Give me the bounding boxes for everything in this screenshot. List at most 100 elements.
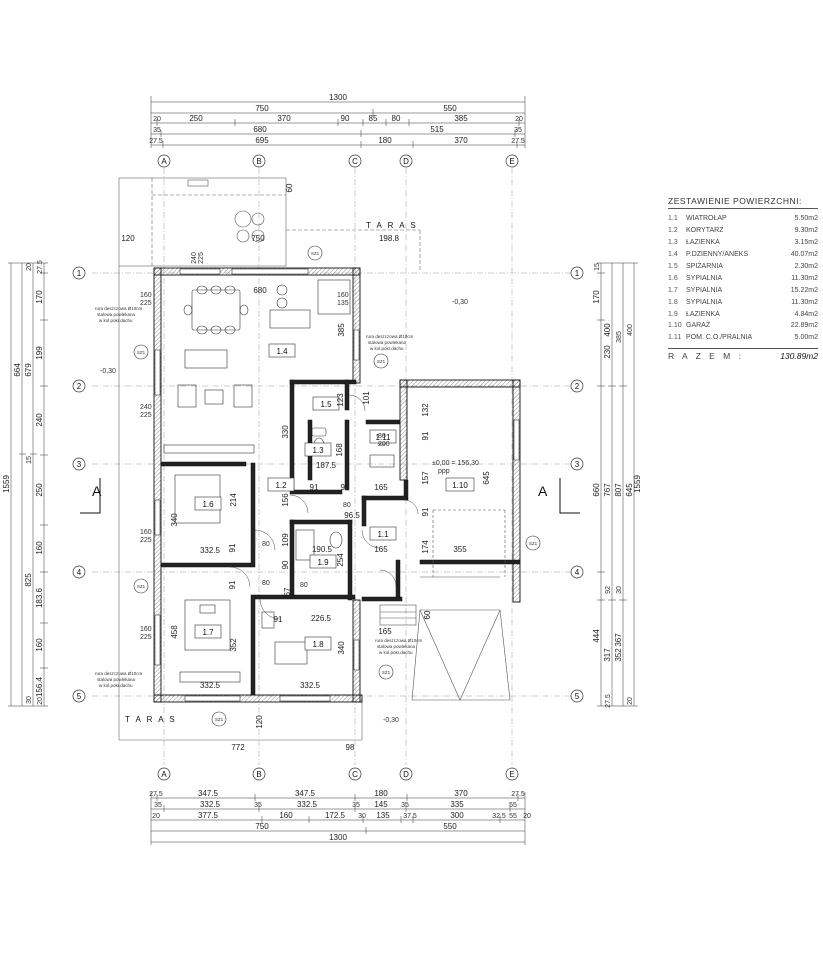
right-dim-385: 385 bbox=[616, 331, 623, 343]
left-dim-250: 250 bbox=[35, 483, 44, 497]
bottom-dim-172-5: 172.5 bbox=[325, 811, 346, 820]
area-row-value: 22.89m2 bbox=[790, 322, 818, 330]
area-summary-table: zestawienie powierzchni: 1.1wiatrołap5.5… bbox=[668, 196, 818, 361]
room-label-1-8: 1.8 bbox=[312, 640, 324, 649]
room-label-1-6: 1.6 bbox=[202, 500, 214, 509]
right-dim-400a: 400 bbox=[603, 323, 612, 337]
plan-dim-645: 645 bbox=[482, 471, 491, 485]
downpipe-note-2a: rura deszczowa Ø10cm bbox=[366, 334, 414, 339]
top-dim-27-5a: 27.5 bbox=[149, 138, 163, 145]
axis-label-e-top: E bbox=[509, 157, 514, 166]
axis-label-d-top: D bbox=[403, 157, 409, 166]
area-row-number: 1.8 bbox=[668, 298, 678, 306]
sz1-label-7: SZ1 bbox=[382, 670, 391, 675]
room-label-1-7: 1.7 bbox=[202, 628, 214, 637]
downpipe-note-3a: rura deszczowa Ø10cm bbox=[95, 671, 143, 676]
top-dim-695: 695 bbox=[255, 136, 269, 145]
right-dim-352: 352 bbox=[614, 648, 623, 662]
right-dim-20: 20 bbox=[627, 697, 634, 705]
plan-dim-772: 772 bbox=[231, 743, 245, 752]
area-row-value: 3.15m2 bbox=[794, 239, 818, 247]
plan-dim-80-e: 80 bbox=[343, 502, 351, 509]
downpipe-note-2c: w kol.pokr.dachu bbox=[370, 346, 404, 351]
bottom-dim-20b: 20 bbox=[523, 813, 531, 820]
axis-label-3-left: 3 bbox=[77, 460, 82, 469]
room-label-1-9: 1.9 bbox=[317, 558, 329, 567]
bottom-dim-27-5a: 27.5 bbox=[149, 791, 163, 798]
room-label-1-11: 1.11 bbox=[376, 433, 392, 442]
axis-label-b-bottom: B bbox=[256, 770, 261, 779]
right-dim-92: 92 bbox=[605, 586, 612, 594]
bottom-dim-135: 135 bbox=[376, 811, 390, 820]
area-row-value: 4.84m2 bbox=[794, 310, 818, 318]
area-row: 1.11pom. c.o./pralnia5.00m2 bbox=[668, 332, 818, 344]
bottom-dim-332-5a: 332.5 bbox=[200, 800, 221, 809]
top-dim-27-5b: 27.5 bbox=[511, 138, 525, 145]
section-label-right: A bbox=[538, 483, 548, 499]
plan-dim-332-5-b: 332.5 bbox=[200, 681, 221, 690]
plan-dim-90: 90 bbox=[281, 560, 290, 569]
area-row-name: sypialnia bbox=[686, 274, 723, 282]
axis-label-d-bottom: D bbox=[403, 770, 409, 779]
downpipe-note-3b: stalowa powlekana bbox=[97, 677, 136, 682]
area-row-name: p.dzienny/aneks bbox=[686, 251, 749, 259]
bottom-dim-550: 550 bbox=[443, 822, 457, 831]
area-row-number: 1.2 bbox=[668, 227, 678, 235]
plan-dim-355: 355 bbox=[453, 545, 467, 554]
area-row-name: garaż bbox=[686, 322, 711, 330]
downpipe-note-1c: w kol.pokr.dachu bbox=[99, 318, 133, 323]
bottom-dim-55b: 55 bbox=[509, 813, 517, 820]
area-row-value: 2.30m2 bbox=[794, 263, 818, 270]
top-dim-680: 680 bbox=[253, 125, 267, 134]
downpipe-note-1a: rura deszczowa Ø10cm bbox=[95, 306, 143, 311]
right-dim-444: 444 bbox=[592, 629, 601, 643]
axis-label-1-right: 1 bbox=[575, 269, 580, 278]
plan-dim-80-d: 80 bbox=[300, 582, 308, 589]
axis-label-b-top: B bbox=[256, 157, 261, 166]
terrace-furniture bbox=[187, 179, 265, 243]
bottom-dim-37-5: 37.5 bbox=[403, 813, 417, 820]
bottom-dim-35b: 35 bbox=[254, 802, 262, 809]
plan-dim-taras-width: 750 bbox=[251, 234, 265, 243]
plan-dim-123: 123 bbox=[336, 393, 345, 407]
plan-dim-165-a: 165 bbox=[374, 483, 388, 492]
bottom-dim-55a: 55 bbox=[509, 802, 517, 809]
sz1-label-6: SZ1 bbox=[215, 717, 224, 722]
area-row-name: pom. c.o./pralnia bbox=[686, 334, 753, 342]
area-row-value: 9.30m2 bbox=[794, 227, 818, 235]
left-dim-240: 240 bbox=[35, 413, 44, 427]
downpipe-note-4b: stalowa powlekana bbox=[377, 644, 416, 649]
axis-bubbles-top: A B C D E bbox=[157, 154, 519, 168]
plan-dim-174: 174 bbox=[421, 540, 430, 554]
downpipe-note-1b: stalowa powlekana bbox=[97, 312, 136, 317]
plan-dim-225-c: 225 bbox=[140, 412, 152, 419]
axis-label-e-bottom: E bbox=[509, 770, 514, 779]
plan-dim-91-b: 91 bbox=[274, 615, 283, 624]
axis-label-2-right: 2 bbox=[575, 382, 580, 391]
top-dim-20b: 20 bbox=[515, 116, 523, 123]
bottom-dim-32-5: 32.5 bbox=[492, 813, 506, 820]
right-dim-645: 645 bbox=[625, 483, 634, 497]
right-dim-170: 170 bbox=[592, 290, 601, 304]
left-dim-15: 15 bbox=[26, 456, 33, 464]
axis-label-5-right: 5 bbox=[575, 692, 580, 701]
entrance-steps bbox=[379, 604, 417, 626]
area-row: 1.9łazienka4.84m2 bbox=[668, 308, 818, 320]
right-dim-367: 367 bbox=[614, 633, 623, 647]
plan-dim-67: 67 bbox=[283, 587, 292, 596]
room-label-1-1: 1.1 bbox=[377, 530, 389, 539]
sz1-label-2: SZ1 bbox=[137, 350, 146, 355]
room-label-1-5: 1.5 bbox=[320, 400, 332, 409]
plan-dim-98: 98 bbox=[346, 743, 355, 752]
bottom-dim-750: 750 bbox=[255, 822, 269, 831]
plan-dim-80-c: 80 bbox=[262, 580, 270, 587]
right-dimension-chains bbox=[597, 262, 638, 707]
plan-dim-332-5-a: 332.5 bbox=[200, 546, 221, 555]
area-row-name: łazienka bbox=[686, 310, 720, 318]
garage-driveway bbox=[411, 509, 511, 701]
area-row-number: 1.5 bbox=[668, 263, 678, 270]
room-label-1-3: 1.3 bbox=[312, 446, 324, 455]
plan-dim-187-5: 187.5 bbox=[316, 461, 337, 470]
area-row: 1.5spiżarnia2.30m2 bbox=[668, 261, 818, 273]
left-dim-160b: 160 bbox=[35, 638, 44, 652]
